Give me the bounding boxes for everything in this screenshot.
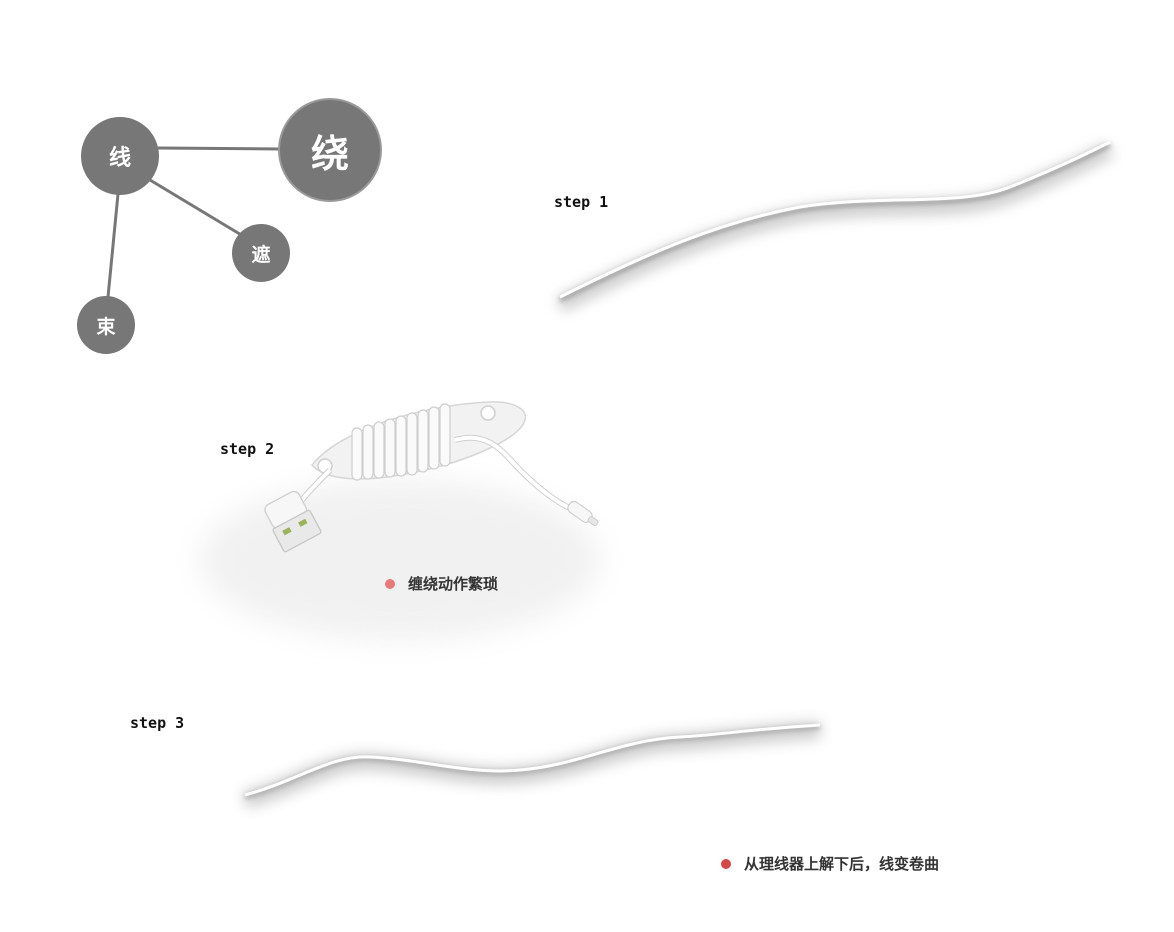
bullet-dot-icon <box>385 578 395 589</box>
caption-winding: 缠绕动作繁琐 <box>385 573 498 594</box>
mindmap-node-zhe: 遮 <box>232 224 290 282</box>
cable-winder-image <box>200 401 600 640</box>
caption-winding-text: 缠绕动作繁琐 <box>408 575 499 593</box>
mindmap-connectors <box>106 146 281 298</box>
mindmap-node-xian: 线 <box>81 117 159 195</box>
caption-unwound: 从理线器上解下后，线变卷曲 <box>721 853 939 874</box>
cable-step3-image <box>242 722 821 808</box>
connector-xian-shu <box>106 193 120 298</box>
connector-xian-zhe <box>149 178 244 238</box>
connector-xian-rao <box>157 146 281 151</box>
step-1-label: step 1 <box>554 193 609 211</box>
caption-unwound-text: 从理线器上解下后，线变卷曲 <box>744 855 940 873</box>
cable-step1-image <box>556 140 1114 312</box>
mindmap-node-rao: 绕 <box>278 98 382 202</box>
step-2-label: step 2 <box>220 440 275 458</box>
bullet-dot-icon <box>721 858 731 869</box>
mindmap-node-shu: 束 <box>77 296 135 354</box>
step-3-label: step 3 <box>130 714 185 732</box>
